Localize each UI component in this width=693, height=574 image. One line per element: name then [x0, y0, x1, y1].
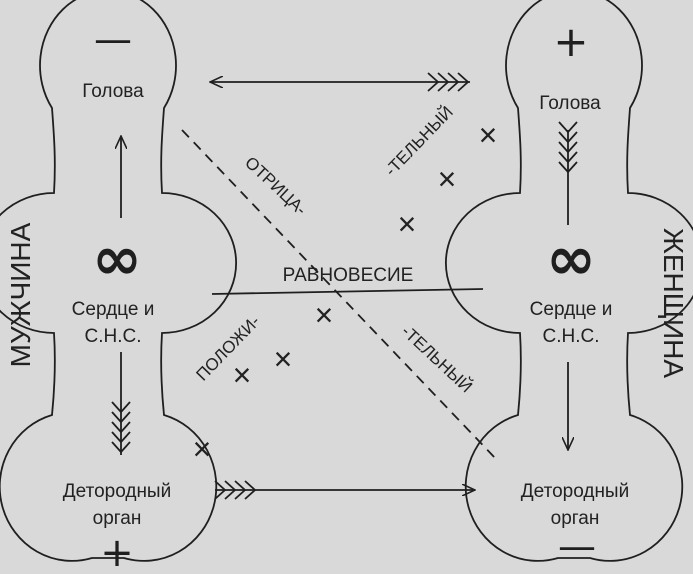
- negative-label-part2: -ТЕЛЬНЫЙ: [398, 322, 476, 397]
- man-organ-label: орган: [93, 508, 142, 529]
- woman-organ-label: орган: [551, 508, 600, 529]
- negative-label-part1: ОТРИЦА-: [241, 153, 310, 219]
- woman-infinity-icon: ∞: [546, 224, 596, 294]
- woman-side-label: ЖЕНЩИНА: [658, 228, 689, 378]
- woman-heart-label: Сердце и: [530, 299, 613, 320]
- cross-mark: ×: [274, 341, 293, 377]
- top-arrow-fletching-icon: [427, 72, 470, 92]
- cross-mark: ×: [438, 161, 457, 197]
- woman-cns-label: С.Н.С.: [543, 326, 600, 347]
- woman-body-outline: [445, 0, 693, 562]
- man-head-label: Голова: [82, 81, 144, 102]
- man-side-label: МУЖЧИНА: [5, 222, 36, 367]
- woman-bottom-sign: —: [558, 524, 596, 568]
- man-infinity-icon: ∞: [92, 224, 142, 294]
- positive-label-part1: ПОЛОЖИ-: [192, 312, 263, 385]
- woman-genital-label: Детородный: [521, 481, 629, 502]
- man-cns-label: С.Н.С.: [85, 326, 142, 347]
- woman-head-label: Голова: [539, 93, 601, 114]
- equilibrium-label: РАВНОВЕСИЕ: [283, 265, 414, 286]
- man-top-sign: —: [94, 17, 132, 61]
- cross-mark: ×: [193, 431, 212, 467]
- negative-dashed-diagonal: [181, 129, 498, 461]
- cross-mark: ×: [315, 297, 334, 333]
- cross-mark: ×: [233, 357, 252, 393]
- cross-mark: ×: [479, 117, 498, 153]
- man-body-outline: [0, 0, 237, 562]
- man-genital-label: Детородный: [63, 481, 171, 502]
- man-bottom-sign: +: [100, 530, 134, 574]
- woman-top-sign: +: [553, 17, 588, 66]
- equilibrium-line: [211, 288, 484, 295]
- man-arrow-fletching-icon: [111, 401, 131, 454]
- cross-mark: ×: [398, 206, 417, 242]
- bottom-arrow-fletching-icon: [214, 480, 257, 500]
- man-heart-label: Сердце и: [72, 299, 155, 320]
